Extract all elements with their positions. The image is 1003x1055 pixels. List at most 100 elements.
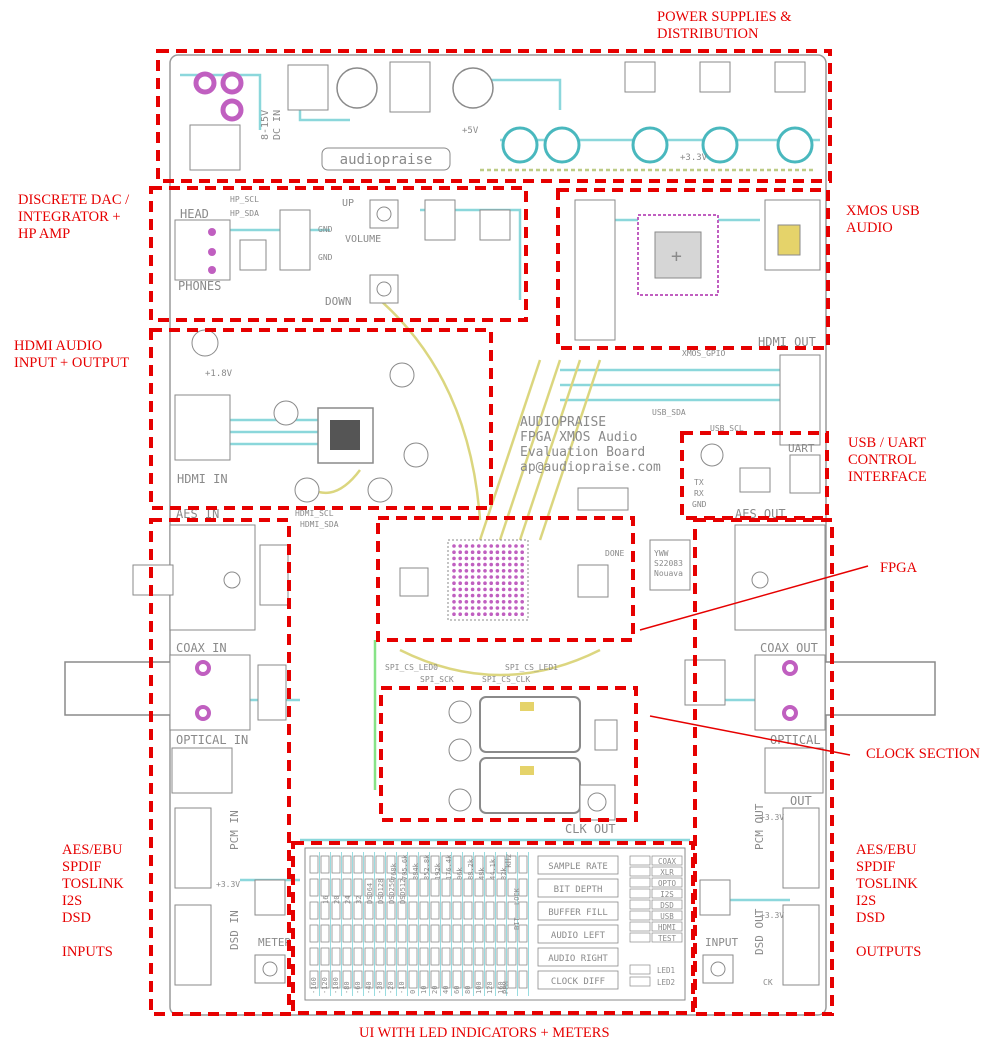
capacitor [403, 442, 429, 468]
volume-down-switch [369, 274, 399, 304]
capacitor [501, 126, 539, 164]
pad [220, 98, 244, 122]
bga-ball [501, 569, 506, 573]
bga-ball [508, 606, 512, 610]
led-segment [320, 924, 330, 943]
led-segment [342, 855, 352, 874]
db-scale-label: 60 [453, 986, 461, 994]
led-segment [518, 924, 528, 943]
ck-label: CK [763, 978, 773, 987]
led-segment [419, 947, 429, 966]
bga-ball [464, 612, 469, 616]
gnd-label: GND [318, 225, 333, 234]
source-led [629, 910, 651, 921]
dac-region [149, 186, 528, 322]
bga-ball [470, 575, 475, 579]
usb-pad [777, 224, 801, 256]
bga-ball [514, 612, 518, 616]
led-segment [309, 947, 319, 966]
optical-in-connector [171, 747, 233, 794]
rate-label: 352.8k [423, 854, 431, 880]
bga-ball [470, 569, 475, 573]
rate-label: 96k [456, 867, 464, 880]
bga-ball [470, 587, 475, 592]
led-segment [474, 901, 484, 920]
clk-out-label: CLK OUT [565, 822, 616, 836]
xmos-gpio-label: XMOS_GPIO [682, 349, 726, 358]
led-segment [386, 947, 396, 966]
bga-ball [520, 593, 524, 598]
led-segment [463, 855, 473, 874]
status-led [629, 964, 651, 975]
status-led [629, 976, 651, 987]
bga-ball [452, 562, 456, 567]
coax-in-barrel [64, 661, 176, 716]
source-led-label: COAX [658, 857, 677, 866]
db-scale-label: -30 [376, 981, 384, 994]
bga-ball [464, 562, 469, 567]
clock-section: CLK OUT [448, 696, 618, 836]
trace [399, 648, 601, 677]
led-segment [474, 970, 484, 989]
regulator [699, 61, 731, 93]
led-segment [419, 878, 429, 897]
khz-label: kHz [504, 853, 513, 868]
rate-label: 176.4k [445, 854, 453, 880]
bga-ball [514, 550, 518, 554]
led-segment [452, 855, 462, 874]
transformer-text: Nouava [654, 569, 683, 578]
pad [208, 266, 216, 274]
bga-ball [501, 612, 506, 616]
source-led [629, 855, 651, 866]
bga-ball [470, 600, 475, 604]
led-segment [320, 878, 330, 897]
led-segment [463, 878, 473, 897]
bga-ball [477, 581, 481, 585]
bga-ball [489, 562, 494, 567]
bga-ball [501, 550, 506, 554]
bga-ball [464, 606, 469, 610]
chip [254, 879, 286, 916]
bga-ball [470, 593, 475, 598]
hdmi-region [149, 328, 493, 510]
led-segment [353, 878, 363, 897]
bga-ball [508, 587, 512, 592]
led-segment [408, 947, 418, 966]
led-segment [430, 924, 440, 943]
input-label: INPUT [705, 936, 738, 949]
led-row-box [537, 970, 619, 990]
bga-ball [520, 587, 524, 592]
status-led-label: LED2 [657, 978, 675, 987]
bga-ball [458, 550, 463, 554]
spi-cs-clk-label: SPI_CS_CLK [482, 675, 530, 684]
bga-ball [520, 550, 524, 554]
led-row-box [537, 901, 619, 921]
fpga-region [376, 516, 635, 642]
spi-cs-led1-label: SPI_CS_LED1 [505, 663, 558, 672]
bga-ball [483, 556, 487, 561]
bga-ball [508, 544, 512, 548]
bga-ball [452, 593, 456, 598]
rate-label: 32k [500, 867, 508, 880]
dac-section: HEAD PHONES HP_SCL HP_SDA UP VOLUME DOWN… [174, 195, 511, 308]
trace [478, 359, 542, 541]
led-segment [485, 924, 495, 943]
led-segment [419, 970, 429, 989]
bga-ball [501, 587, 506, 592]
phones-label: PHONES [178, 279, 221, 293]
led-row-label: AUDIO LEFT [551, 931, 606, 941]
bga-ball [483, 593, 487, 598]
source-led-box [651, 899, 683, 910]
volume-up-switch [369, 199, 399, 229]
capacitor [543, 126, 581, 164]
led-segment [507, 901, 517, 920]
rate-label: 48k [478, 867, 486, 880]
bga-ball [514, 544, 518, 548]
rate-label: 768k [390, 862, 398, 880]
led-segment [496, 901, 506, 920]
bga-ball [508, 612, 512, 616]
bga-ball [514, 562, 518, 567]
led-segment [430, 901, 440, 920]
bga-ball [470, 550, 475, 554]
clock-leader [649, 715, 851, 756]
